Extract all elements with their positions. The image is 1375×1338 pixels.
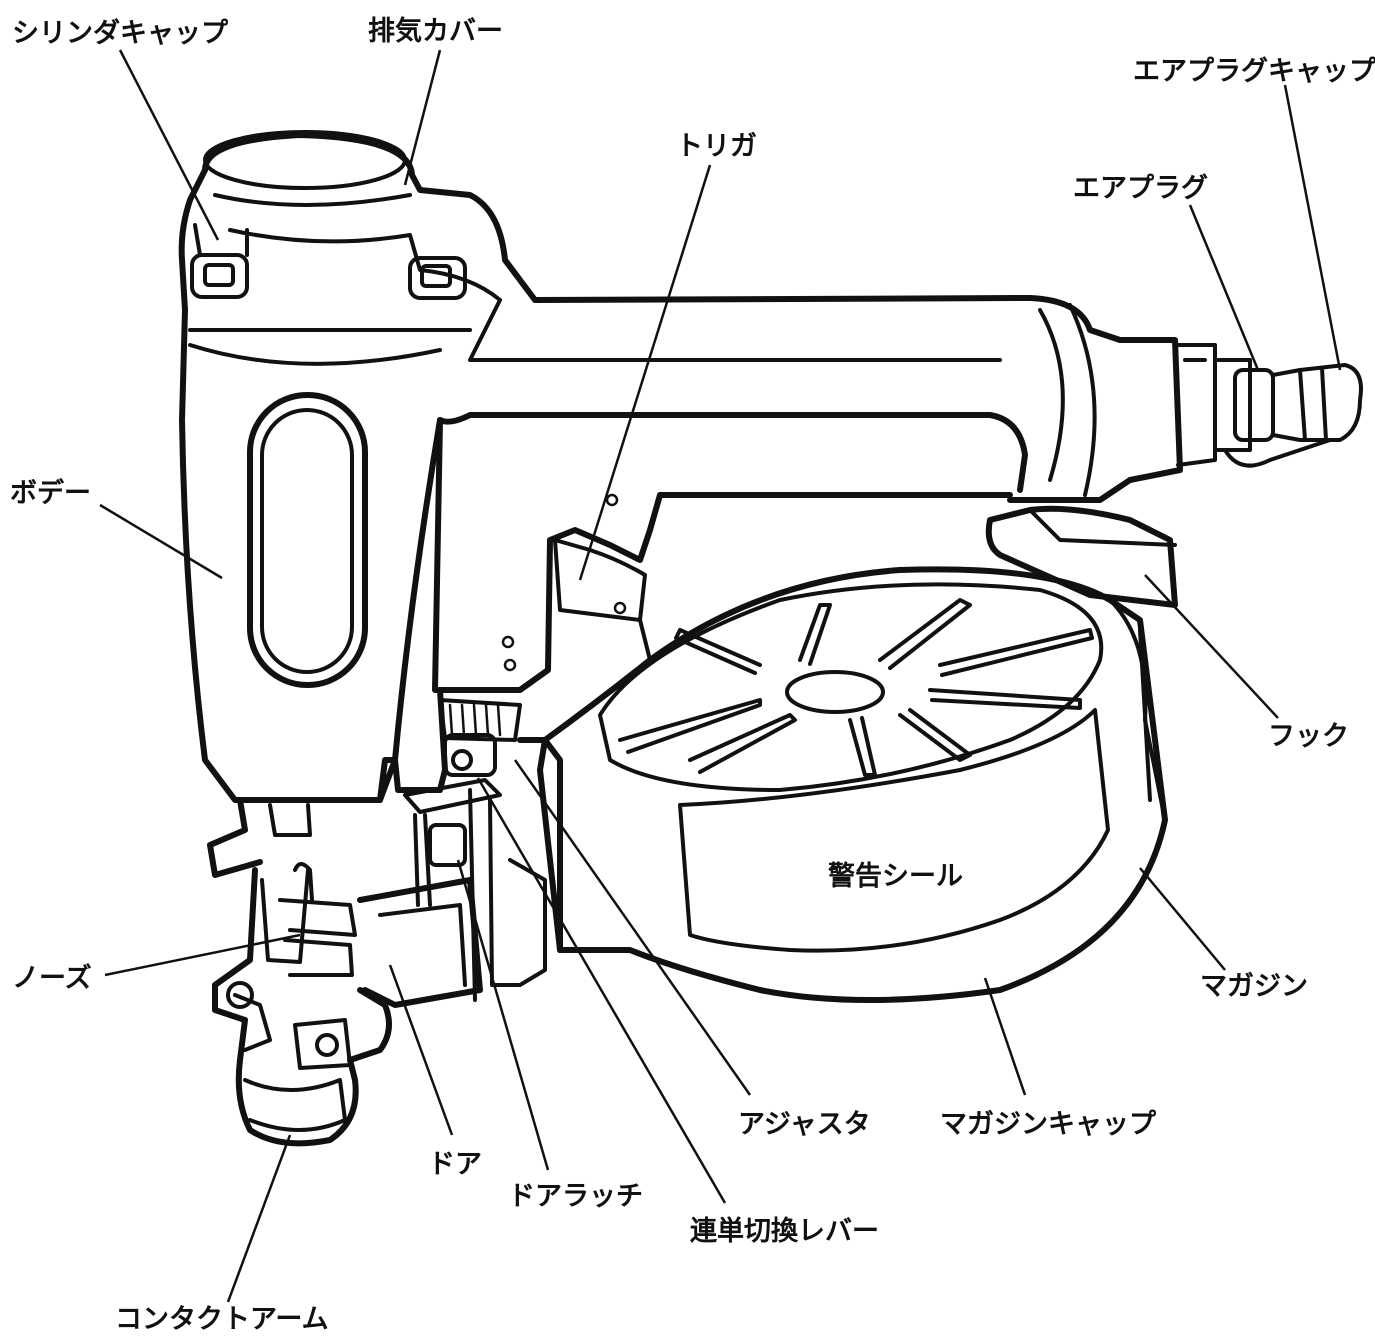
label-cylinder-cap: シリンダキャップ [12,17,229,49]
leader-contact-arm [226,1134,292,1303]
leader-air-plug-cap [1283,84,1342,371]
leader-magazine-cap [983,977,1027,1096]
leader-adjuster [513,759,752,1096]
label-air-plug-cap: エアプラグキャップ [1133,55,1375,87]
leader-cylinder-cap [118,49,220,241]
label-adjuster: アジャスタ [738,1109,871,1140]
leader-body [99,503,223,580]
label-trigger: トリガ [676,131,757,162]
label-body: ボデー [10,477,91,509]
label-nose: ノーズ [12,962,92,994]
leader-air-plug [1188,204,1260,371]
leader-lines [99,49,1342,1303]
label-exhaust-cover: 排気カバー [368,15,503,47]
label-door: ドア [428,1149,482,1180]
label-warning-seal: 警告シール [828,861,963,892]
label-contact-arm: コンタクトアーム [115,1304,329,1335]
coil-nailer-illustration [178,130,1363,1147]
part-labels: シリンダキャップ 排気カバー トリガ エアプラグキャップ エアプラグ ボデー フ… [10,15,1375,1335]
leader-trigger [578,164,712,581]
label-hook: フック [1268,721,1349,752]
label-door-latch: ドアラッチ [508,1181,643,1212]
leader-hook [1144,574,1279,719]
label-air-plug: エアプラグ [1073,172,1208,204]
leader-magazine [1139,867,1226,971]
leader-exhaust-cover [403,49,442,186]
leader-door [388,964,454,1136]
label-mode-switch-lever: 連単切換レバー [690,1215,879,1247]
label-magazine: マガジン [1200,971,1308,1002]
leader-door-latch [456,859,550,1171]
leader-nose [104,933,301,977]
leader-mode-switch-lever [476,777,727,1204]
label-magazine-cap: マガジンキャップ [940,1109,1157,1140]
